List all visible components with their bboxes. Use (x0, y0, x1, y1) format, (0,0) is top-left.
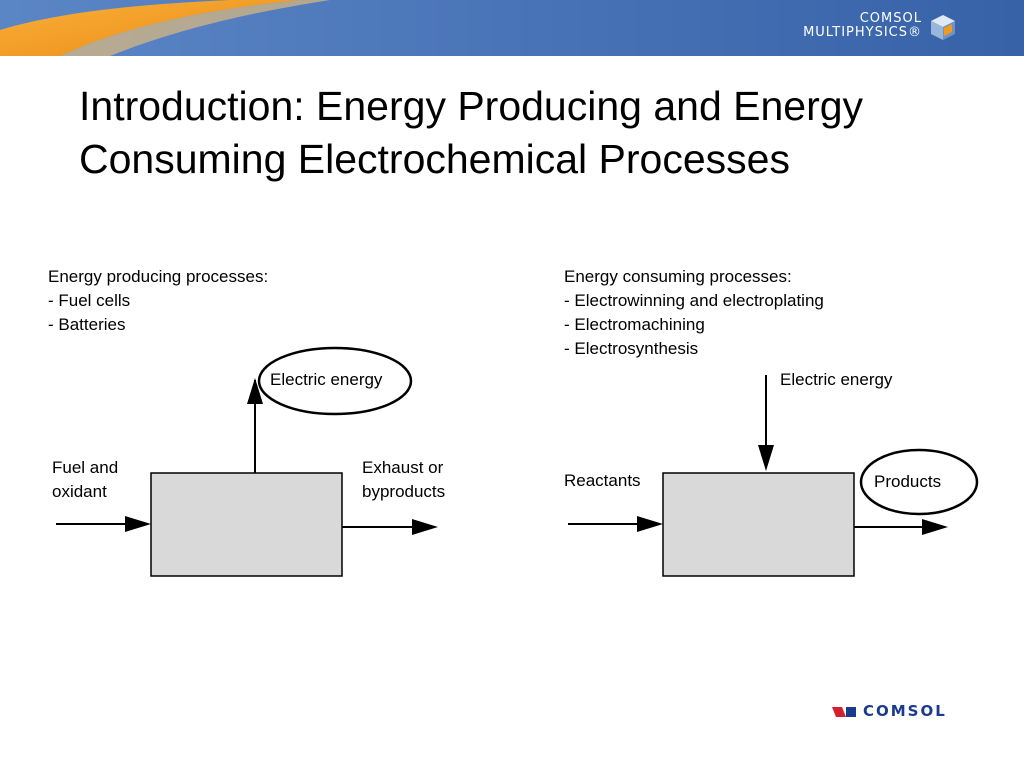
producing-diagram (56, 346, 438, 577)
brand-line-1: COMSOL (859, 11, 922, 26)
title-line-1: Introduction: Energy Producing and Energ… (79, 83, 864, 129)
consuming-products-label: Products (874, 472, 942, 491)
comsol-multiphysics-logo: COMSOL MULTIPHYSICS® (803, 12, 922, 40)
consuming-diagram (568, 375, 979, 577)
producing-exhaust-label-line-1: Exhaust or (362, 458, 444, 477)
consuming-output-arrowhead (922, 519, 948, 535)
producing-input-label: Fuel and oxidant (52, 456, 118, 504)
producing-output-arrowhead (412, 519, 438, 535)
producing-output-label: Electric energy (270, 370, 383, 389)
consuming-process-list: Energy consuming processes: - Electrowin… (564, 265, 824, 361)
footer-logo-text: COMSOL (863, 702, 947, 720)
header-banner (0, 0, 1024, 56)
comsol-logo-icon (832, 707, 856, 717)
producing-item-fuel-cells: - Fuel cells (48, 291, 131, 310)
producing-item-batteries: - Batteries (48, 315, 126, 334)
consuming-energy-arrowhead (758, 445, 774, 471)
producing-input-label-line-2: oxidant (52, 482, 107, 501)
consuming-item-electrosynthesis: - Electrosynthesis (564, 339, 699, 358)
brand-line-2: MULTIPHYSICS® (803, 25, 922, 40)
consuming-reactants-label: Reactants (564, 471, 641, 490)
cube-icon (931, 15, 955, 40)
producing-exhaust-label: Exhaust or byproducts (362, 456, 445, 504)
producing-process-list: Energy producing processes: - Fuel cells… (48, 265, 268, 337)
consuming-input-arrowhead (637, 516, 663, 532)
producing-input-arrowhead (125, 516, 151, 532)
title-line-2: Consuming Electrochemical Processes (79, 136, 790, 182)
consuming-heading: Energy consuming processes: (564, 267, 792, 286)
page-title: Introduction: Energy Producing and Energ… (79, 80, 979, 186)
producing-energy-arrowhead (247, 378, 263, 404)
producing-heading: Energy producing processes: (48, 267, 269, 286)
consuming-process-box (662, 472, 855, 577)
consuming-item-electromachining: - Electromachining (564, 315, 705, 334)
consuming-item-electrowinning: - Electrowinning and electroplating (564, 291, 824, 310)
producing-exhaust-label-line-2: byproducts (362, 482, 446, 501)
consuming-input-label: Electric energy (780, 370, 893, 389)
comsol-footer-logo: COMSOL (832, 702, 962, 722)
producing-input-label-line-1: Fuel and (52, 458, 119, 477)
producing-energy-ellipse (257, 346, 413, 416)
producing-process-box (150, 472, 343, 577)
consuming-products-ellipse (859, 448, 979, 516)
